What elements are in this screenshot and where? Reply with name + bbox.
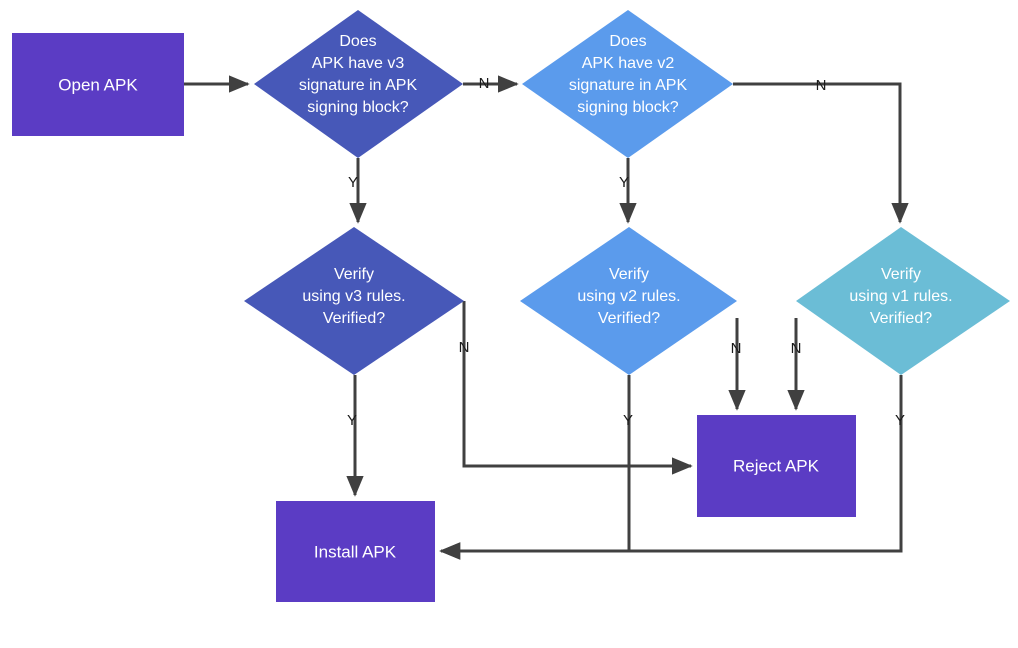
- node-verify-v3[interactable]: Verify using v3 rules. Verified?: [244, 227, 464, 375]
- node-install-apk[interactable]: Install APK: [276, 501, 435, 602]
- install-apk-box[interactable]: [276, 501, 435, 602]
- has-v2-diamond[interactable]: [522, 10, 733, 158]
- node-has-v3-signature[interactable]: Does APK have v3 signature in APK signin…: [254, 10, 463, 158]
- has-v3-diamond[interactable]: [254, 10, 463, 158]
- edge-verifyv2-yes-to-install: [439, 375, 631, 560]
- edge-verifyv1-yes-to-install: [439, 375, 903, 560]
- edge-verifyv3-no-to-reject: [462, 301, 693, 475]
- edge-hasv2-no-to-verifyv1: [733, 82, 909, 224]
- verify-v2-diamond[interactable]: [520, 227, 737, 375]
- verify-v1-diamond[interactable]: [796, 227, 1010, 375]
- node-verify-v2[interactable]: Verify using v2 rules. Verified?: [520, 227, 737, 375]
- reject-apk-box[interactable]: [697, 415, 856, 517]
- verify-v3-diamond[interactable]: [244, 227, 464, 375]
- node-reject-apk[interactable]: Reject APK: [697, 415, 856, 517]
- node-verify-v1[interactable]: Verify using v1 rules. Verified?: [796, 227, 1010, 375]
- open-apk-box[interactable]: [12, 33, 184, 136]
- node-open-apk[interactable]: Open APK: [12, 33, 184, 136]
- node-has-v2-signature[interactable]: Does APK have v2 signature in APK signin…: [522, 10, 733, 158]
